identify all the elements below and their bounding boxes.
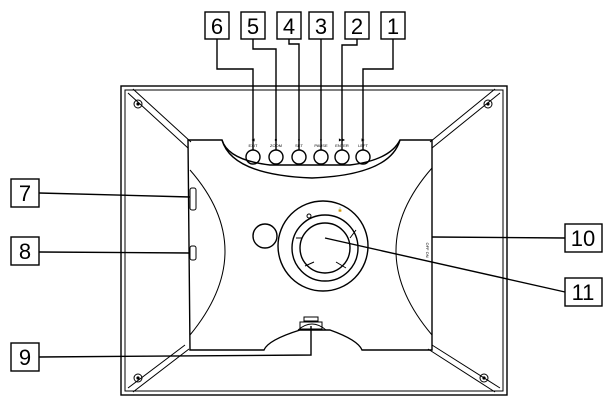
callout-3: 3 xyxy=(315,14,327,39)
callout-6: 6 xyxy=(211,14,223,39)
callouts: 6 5 4 3 2 1 7 8 9 10 11 xyxy=(10,11,603,372)
hanging-hole xyxy=(252,223,278,249)
callout-4: 4 xyxy=(283,14,295,39)
unlock-icon: 🔓 xyxy=(338,207,343,212)
callout-7: 7 xyxy=(19,181,31,206)
enter-button[interactable] xyxy=(334,149,350,165)
mount-inner-ring xyxy=(299,222,351,274)
pause-button[interactable] xyxy=(313,149,329,165)
callout-9: 9 xyxy=(19,345,31,370)
callout-5: 5 xyxy=(247,14,259,39)
callout-11: 11 xyxy=(572,280,595,305)
card-slot[interactable] xyxy=(189,187,197,211)
callout-10: 10 xyxy=(571,226,595,251)
device-body xyxy=(120,85,508,396)
screw-bottom-right xyxy=(479,373,489,383)
back-panel xyxy=(187,139,433,351)
zoom-button[interactable] xyxy=(268,149,284,165)
mount-middle-ring xyxy=(291,214,359,282)
screw-top-left xyxy=(133,99,143,109)
lock-icon xyxy=(306,213,312,219)
screw-top-right xyxy=(483,99,493,109)
switch-label: OFF ON xyxy=(425,242,430,257)
callout-1: 1 xyxy=(387,14,399,39)
leader-lines xyxy=(38,39,566,358)
mount-outer-ring xyxy=(277,200,369,292)
stand-mount: 🔓 xyxy=(252,200,369,292)
callout-box-8 xyxy=(10,236,40,266)
callout-2: 2 xyxy=(351,14,363,39)
usb-port[interactable] xyxy=(189,245,197,261)
set-button[interactable] xyxy=(291,149,307,165)
left-side-ports xyxy=(189,187,197,261)
left-button[interactable] xyxy=(355,149,371,165)
power-switch-area: OFF ON xyxy=(425,242,430,257)
top-button-row: EXIT ZOOM SET PAUSE ENTER LEFT ◀ ■ ● ● ▶… xyxy=(245,137,371,165)
callout-8: 8 xyxy=(19,239,31,264)
